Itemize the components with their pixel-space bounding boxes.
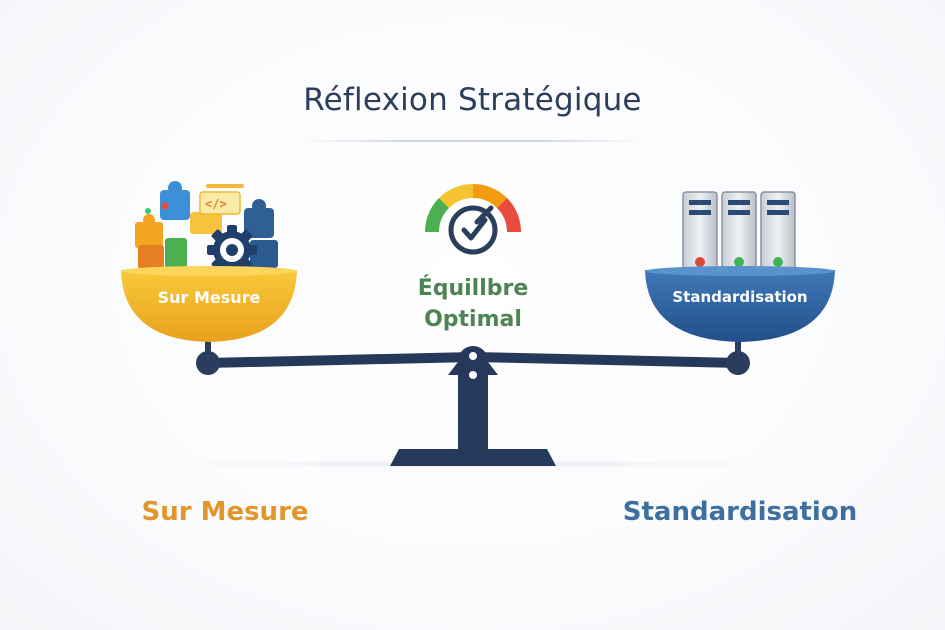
title-divider [300, 140, 645, 142]
right-pan-rim [645, 266, 835, 276]
page-title: Réflexion Stratégique [303, 82, 642, 118]
left-pan-bowl [121, 270, 297, 342]
right-pan-label: Standardisation [672, 288, 808, 306]
scale-beam [196, 338, 750, 379]
center-label-line1: Équillbre [417, 276, 529, 301]
code-icon: </> [199, 184, 244, 215]
puzzle-piece-icon [135, 181, 278, 269]
left-pan-rim [121, 266, 297, 276]
bottom-right-label: Standardisation [622, 497, 858, 527]
left-pan-contents: </> [121, 181, 297, 342]
center-label-line2: Optimal [424, 307, 522, 332]
bottom-left-label: Sur Mesure [141, 497, 309, 527]
gauge-check-icon [424, 183, 522, 255]
right-pan-bowl [645, 270, 835, 342]
left-pan-label: Sur Mesure [157, 288, 261, 307]
scale-base [390, 362, 556, 466]
right-pan-contents [645, 191, 835, 342]
center-label: Équillbre Optimal [383, 273, 563, 335]
server-rack-icon [682, 191, 796, 273]
svg-text:</>: </> [205, 197, 227, 211]
